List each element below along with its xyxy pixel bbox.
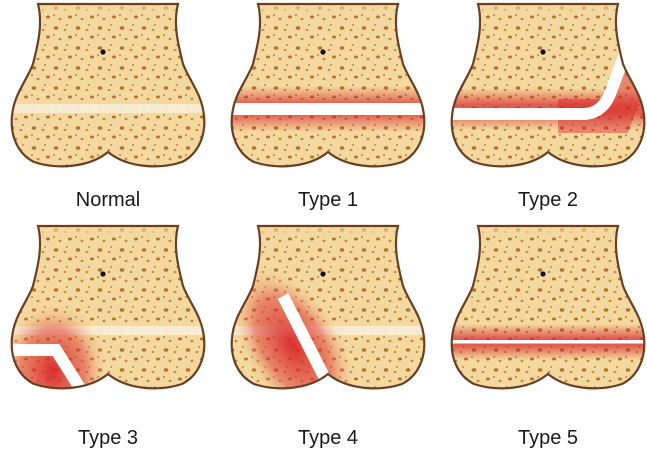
panel-type-4 — [203, 216, 438, 449]
caption-type-5: Type 5 — [448, 426, 647, 450]
panel-type-1 — [218, 0, 438, 184]
panel-type-3 — [0, 216, 218, 441]
caption-type-2: Type 2 — [448, 188, 647, 212]
caption-type-1: Type 1 — [228, 188, 428, 212]
caption-normal: Normal — [8, 188, 208, 212]
panel-normal — [0, 0, 218, 184]
panel-type-5 — [438, 216, 647, 406]
caption-type-3: Type 3 — [8, 426, 208, 450]
caption-type-4: Type 4 — [228, 426, 428, 450]
panel-type-2 — [438, 0, 647, 184]
